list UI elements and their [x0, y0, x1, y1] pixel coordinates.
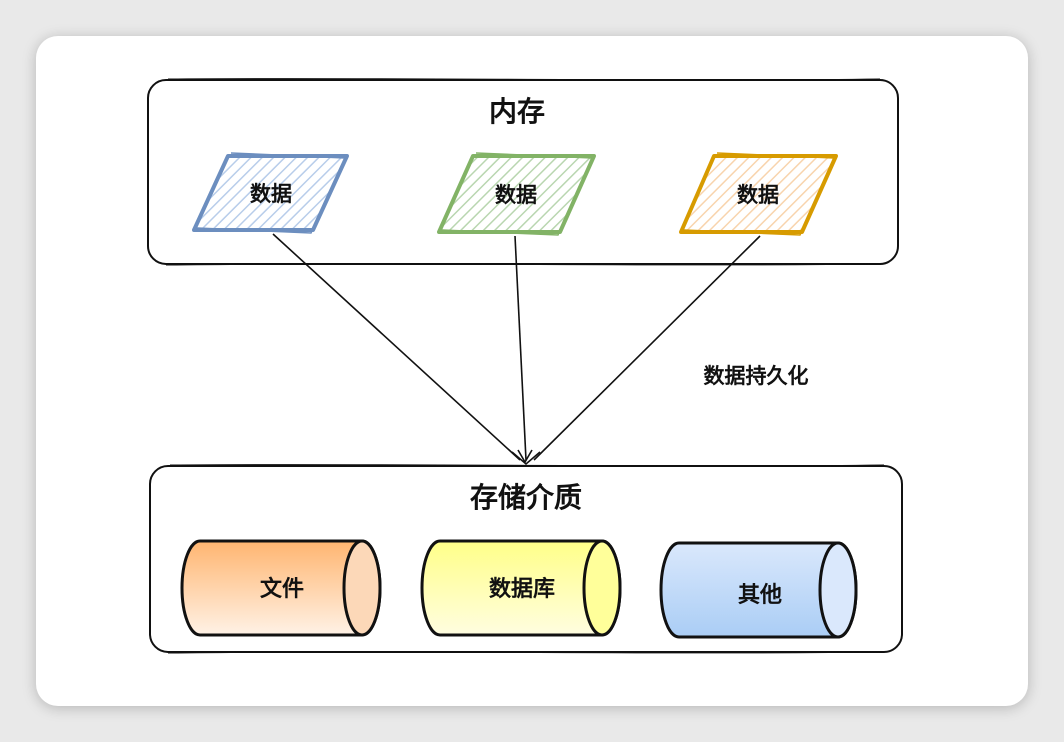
memory-title: 内存	[489, 95, 545, 128]
persistence-label: 数据持久化	[704, 364, 809, 388]
persistence-arrows	[272, 233, 761, 466]
data-block-label: 数据	[495, 183, 537, 207]
storage-title: 存储介质	[470, 481, 582, 514]
cylinder-label-database: 数据库	[489, 576, 555, 602]
data-block-label: 数据	[737, 183, 779, 207]
cylinder-label-file: 文件	[260, 576, 304, 602]
cylinder-database	[420, 539, 622, 637]
data-block-green	[437, 152, 596, 236]
cylinder-label-other: 其他	[738, 583, 782, 608]
memory-box	[147, 78, 899, 266]
data-block-orange	[679, 152, 838, 236]
storage-box	[149, 464, 903, 654]
cylinder-other	[659, 541, 858, 639]
data-block-blue	[192, 152, 349, 234]
data-block-label: 数据	[250, 182, 292, 206]
cylinder-file	[180, 539, 382, 637]
